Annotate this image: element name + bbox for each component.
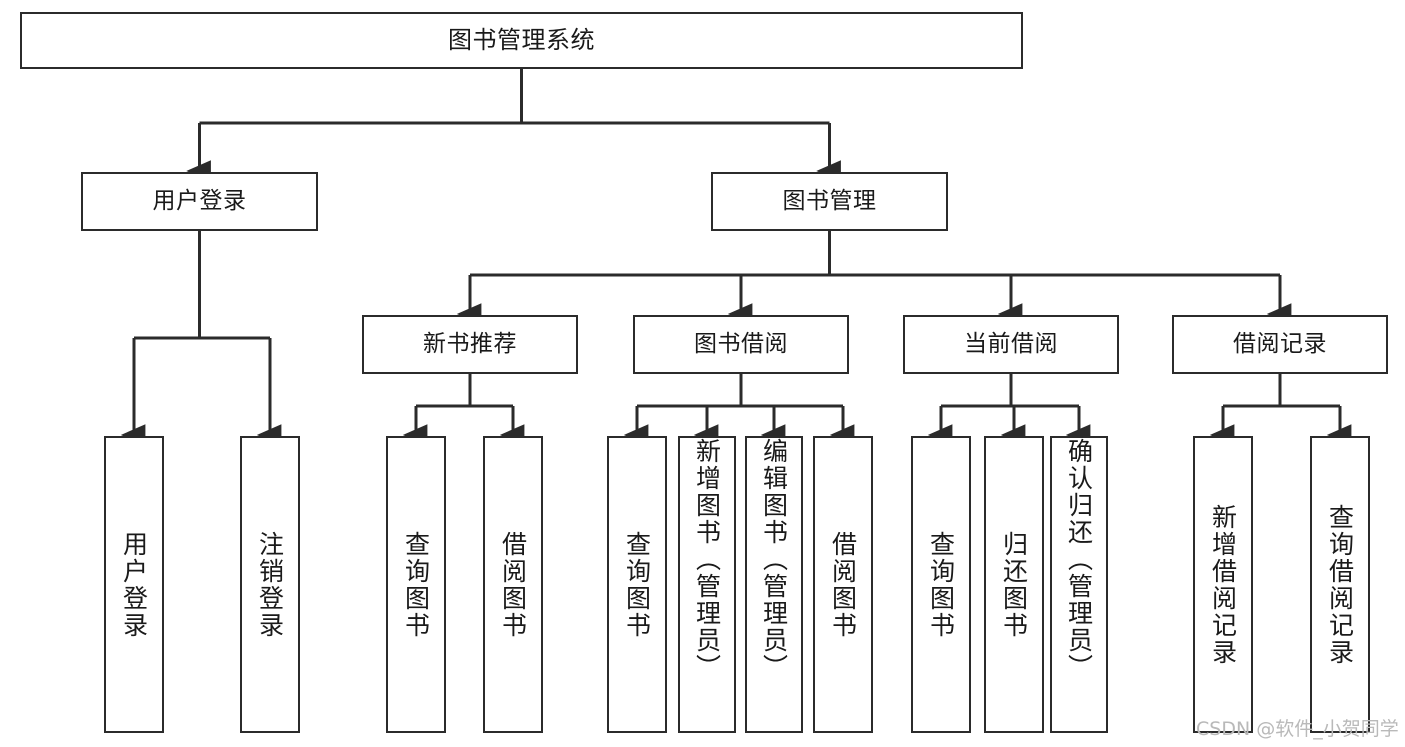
node-label: 归还图书: [999, 530, 1029, 639]
node-label: 当前借阅: [964, 331, 1058, 358]
node-label: 图书管理系统: [448, 25, 595, 54]
node-label: 借阅图书: [498, 530, 528, 639]
node-records[interactable]: 借阅记录: [1172, 315, 1388, 374]
node-bookmgmt[interactable]: 图书管理: [711, 172, 948, 231]
node-l-logout[interactable]: 注销登录: [240, 436, 300, 733]
node-l-bbook2[interactable]: 借阅图书: [813, 436, 873, 733]
node-l-login[interactable]: 用户登录: [104, 436, 164, 733]
node-label: 查询借阅记录: [1325, 503, 1355, 666]
node-l-qrec[interactable]: 查询借阅记录: [1310, 436, 1370, 733]
node-label: 确认归还（管理员）: [1064, 438, 1094, 681]
node-login[interactable]: 用户登录: [81, 172, 318, 231]
node-label: 查询图书: [622, 530, 652, 639]
node-l-bbook1[interactable]: 借阅图书: [483, 436, 543, 733]
csdn-watermark: CSDN @软件_小贺同学: [1196, 718, 1399, 740]
node-label: 新书推荐: [423, 331, 517, 358]
node-borrow[interactable]: 图书借阅: [633, 315, 849, 374]
node-root[interactable]: 图书管理系统: [20, 12, 1023, 69]
node-label: 借阅记录: [1233, 331, 1327, 358]
node-l-qbook2[interactable]: 查询图书: [607, 436, 667, 733]
node-label: 查询图书: [401, 530, 431, 639]
node-l-addrec[interactable]: 新增借阅记录: [1193, 436, 1253, 733]
node-current[interactable]: 当前借阅: [903, 315, 1119, 374]
node-l-qbook1[interactable]: 查询图书: [386, 436, 446, 733]
node-l-editbook[interactable]: 编辑图书（管理员）: [745, 436, 803, 733]
node-l-addbook[interactable]: 新增图书（管理员）: [678, 436, 736, 733]
node-label: 新增借阅记录: [1208, 503, 1238, 666]
node-l-qbook3[interactable]: 查询图书: [911, 436, 971, 733]
node-label: 新增图书（管理员）: [692, 438, 722, 681]
node-label: 用户登录: [152, 188, 247, 215]
node-label: 图书借阅: [694, 331, 788, 358]
node-l-return[interactable]: 归还图书: [984, 436, 1044, 733]
node-label: 图书管理: [782, 188, 877, 215]
node-newbook[interactable]: 新书推荐: [362, 315, 578, 374]
node-label: 编辑图书（管理员）: [759, 438, 789, 681]
node-label: 查询图书: [926, 530, 956, 639]
node-l-confirm[interactable]: 确认归还（管理员）: [1050, 436, 1108, 733]
node-label: 注销登录: [255, 530, 285, 639]
node-label: 借阅图书: [828, 530, 858, 639]
node-label: 用户登录: [119, 530, 149, 639]
